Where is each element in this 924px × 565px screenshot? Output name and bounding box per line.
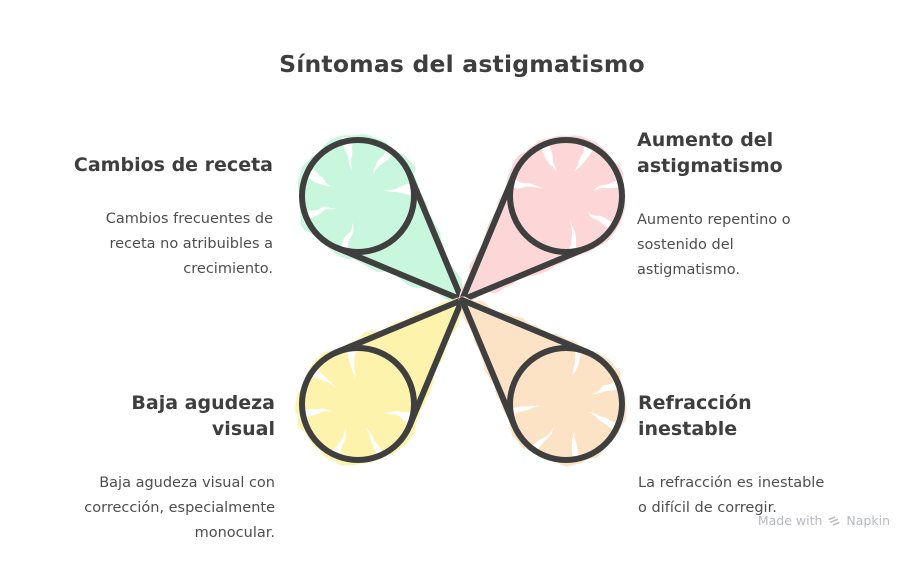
petal-fill-group (297, 135, 467, 305)
petal-bottom-right (457, 295, 627, 465)
petal-streak (508, 178, 541, 190)
petal-streak (367, 428, 384, 459)
item-body: Cambios frecuentes de receta no atribuib… (105, 211, 273, 277)
item-body: Aumento repentino o sostenido del astigm… (637, 212, 791, 278)
diagram-canvas: Síntomas del astigmatismo Cambios de rec… (74, 50, 890, 541)
petal-streak (307, 368, 337, 390)
petal-bottom-left (297, 295, 467, 465)
petal-streak (346, 347, 356, 379)
petal-fill-group (457, 295, 627, 465)
petal-streak (591, 179, 623, 191)
napkin-watermark: Made with Napkin (758, 513, 890, 528)
petal-streak (576, 141, 594, 173)
item-bottom-left: Baja agudeza visual Baja agudeza visual … (84, 371, 275, 565)
petal-streak (568, 221, 578, 253)
petal-streak (340, 221, 352, 254)
diagram-title: Síntomas del astigmatismo (279, 50, 645, 78)
petal-streak (590, 378, 621, 395)
watermark-brand: Napkin (846, 513, 890, 528)
petal-top-right (457, 135, 627, 305)
petal-streak (303, 168, 335, 186)
petal-streak (540, 141, 557, 172)
petal-streak (341, 139, 353, 171)
petal-streak (589, 414, 621, 432)
petal-fill-group (457, 135, 627, 305)
item-top-right: Aumento del astigmatismo Aumento repenti… (637, 108, 791, 302)
petal-streak (330, 427, 348, 459)
petal-diagram (297, 135, 627, 465)
petal-streak (372, 145, 394, 175)
watermark-made-with: Made with (757, 513, 823, 528)
petal-streak (530, 425, 552, 455)
petal-circle-outline (507, 137, 625, 255)
item-heading: Aumento del astigmatismo (637, 129, 783, 177)
petal-streak (301, 409, 333, 421)
item-heading: Baja agudeza visual (131, 392, 275, 440)
petal-circle-outline (299, 345, 417, 463)
napkin-logo-icon (828, 515, 840, 526)
item-heading: Cambios de receta (73, 154, 273, 176)
item-body: Baja agudeza visual con corrección, espe… (84, 475, 275, 541)
petal-circle-outline (507, 345, 625, 463)
item-top-left: Cambios de receta Cambios frecuentes de … (74, 133, 273, 301)
petal-fill-group (297, 295, 467, 465)
petal-streak (509, 406, 541, 416)
petal-tangent-lines (459, 297, 591, 429)
petal-streak (587, 210, 617, 232)
petal-circle-outline (299, 137, 417, 255)
item-heading: Refracción inestable (638, 392, 752, 440)
petal-streak (383, 184, 415, 194)
petal-streak (383, 410, 416, 422)
petal-streak (572, 346, 584, 379)
item-bottom-right: Refracción inestable La refracción es in… (638, 371, 824, 540)
item-body: La refracción es inestable o difícil de … (638, 475, 825, 516)
petal-top-left (297, 135, 467, 305)
petal-streak (303, 205, 334, 222)
petal-streak (571, 429, 583, 461)
